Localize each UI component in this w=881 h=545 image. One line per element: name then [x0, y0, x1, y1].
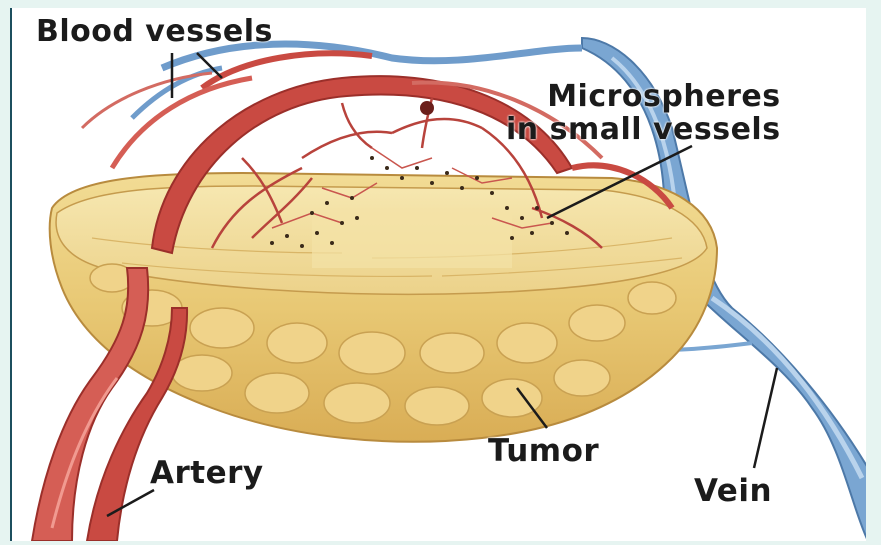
label-blood-vessels: Blood vessels — [36, 14, 273, 49]
label-artery: Artery — [150, 455, 264, 491]
label-microspheres-line2: in small vessels — [506, 113, 781, 146]
vein-leader-line — [754, 368, 777, 468]
diagram-panel: Blood vessels Microspheres in small vess… — [10, 8, 866, 541]
label-microspheres: Microspheres in small vessels — [506, 80, 781, 146]
label-microspheres-line1: Microspheres — [506, 80, 781, 113]
label-tumor: Tumor — [488, 433, 599, 469]
label-vein: Vein — [694, 473, 772, 509]
